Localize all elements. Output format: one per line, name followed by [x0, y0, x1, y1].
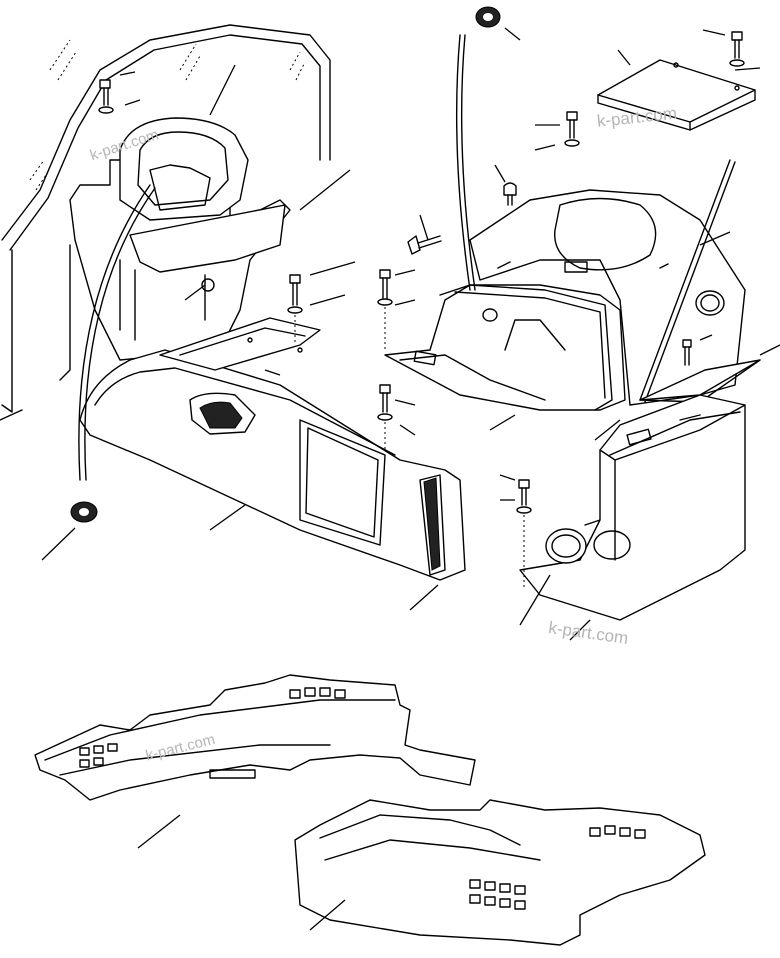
mat-grip-pattern	[79, 687, 346, 779]
screw-right	[503, 182, 517, 206]
bolt-center-a	[287, 274, 303, 345]
grommet-left	[70, 501, 98, 523]
bolt-cover	[729, 31, 745, 67]
floor-mat-lower	[294, 799, 706, 946]
left-dash-housing	[69, 117, 291, 361]
bolt-left-top	[98, 79, 114, 114]
cover-plate	[597, 59, 756, 131]
screw-angled	[407, 235, 442, 255]
bolt-pedestal	[516, 479, 532, 590]
side-console	[79, 349, 466, 581]
bolt-center-c	[377, 384, 393, 450]
blanking-plug	[545, 528, 587, 564]
mounting-plate	[159, 317, 321, 371]
bolt-right-a	[564, 111, 580, 147]
leader-lines	[41, 27, 780, 931]
mat-grip-pattern-lower	[469, 825, 646, 910]
bolt-small-plate	[682, 339, 692, 366]
pedestal-box	[519, 394, 746, 621]
cab-window-frame	[0, 24, 331, 421]
bolt-center-b	[377, 269, 393, 350]
instrument-panel-front	[384, 284, 626, 411]
floor-mat-upper	[34, 674, 476, 801]
grommet-top	[475, 6, 501, 28]
cables	[78, 34, 736, 481]
